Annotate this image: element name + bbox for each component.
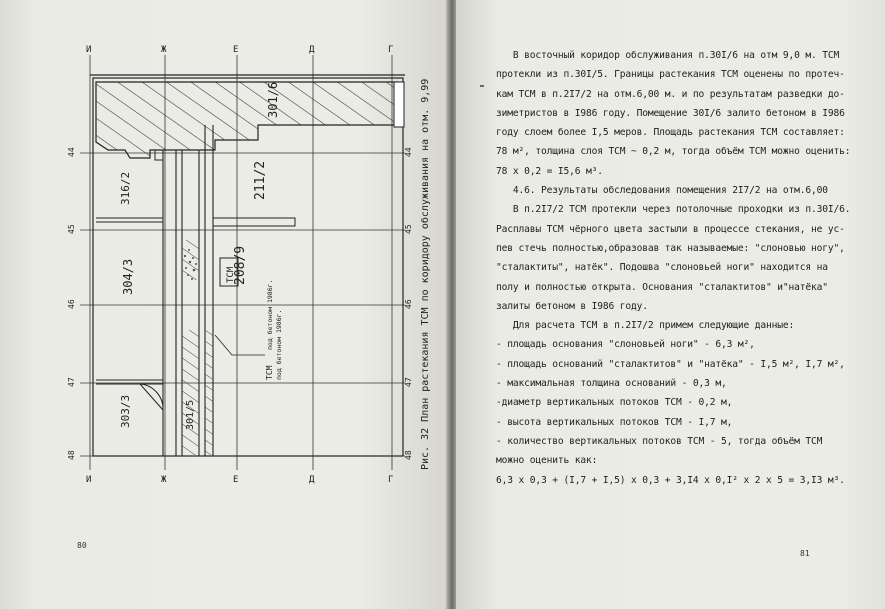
- list-item: - максимальная толщина оснований - 0,3 м…: [496, 378, 727, 390]
- paragraph-line: кам ТСМ в п.2I7/2 на отм.6,00 м. и по ре…: [496, 88, 845, 100]
- room-label-301-5: 301/5: [185, 400, 196, 430]
- axis-label-bottom-4: Д: [309, 475, 315, 485]
- paragraph-line: пев стечь полностью,образовав так называ…: [496, 242, 845, 254]
- paragraph-line: Для расчета ТСМ в п.2I7/2 примем следующ…: [496, 320, 795, 332]
- floor-plan-drawing: И Ж Е Д Г И Ж Е Д Г 44 45 46 47 48 44 45…: [67, 45, 431, 485]
- right-page-number: 81: [800, 549, 810, 558]
- right-page: [456, 0, 885, 609]
- room-label-301-6: 301/6: [266, 82, 280, 118]
- row-label-right-4: 47: [404, 377, 413, 387]
- tcm-concrete-label-2: под бетоном 1986г.: [275, 310, 283, 380]
- paragraph-line: можно оценить как:: [496, 455, 598, 467]
- tcm-label: ТСМ: [226, 266, 236, 283]
- axis-label-bottom-5: Г: [388, 475, 393, 485]
- room-label-208-9: 208/9: [233, 246, 248, 285]
- axis-label-bottom-2: Ж: [161, 475, 167, 485]
- right-page-text: В восточный коридор обслуживания п.30I/6…: [496, 46, 880, 490]
- paragraph-line: Расплавы ТСМ чёрного цвета застыли в про…: [496, 223, 845, 235]
- paragraph-line: В восточный коридор обслуживания п.30I/6…: [496, 50, 840, 61]
- list-item: - площадь основания "слоновьей ноги" - 6…: [496, 339, 755, 351]
- axis-label-top-4: Д: [309, 45, 315, 55]
- left-page-number: 80: [77, 541, 87, 550]
- list-item: - высота вертикальных потоков ТСМ - I,7 …: [496, 416, 733, 428]
- paragraph-line: 78 х 0,2 = I5,6 м³.: [496, 165, 603, 177]
- row-label-right-3: 46: [404, 299, 413, 309]
- room-label-303-3: 303/3: [119, 395, 132, 428]
- tcm-concrete-label-1: ТСМ: [265, 365, 274, 380]
- print-speck: [480, 85, 484, 87]
- row-label-left-1: 44: [67, 147, 76, 157]
- list-item: -диаметр вертикальных потоков ТСМ - 0,2 …: [496, 397, 733, 409]
- row-label-left-2: 45: [67, 224, 76, 234]
- axis-label-top-3: Е: [233, 45, 238, 55]
- row-label-left-4: 47: [67, 377, 76, 387]
- book-gutter: [446, 0, 458, 609]
- paragraph-line: году слоем более I,5 меров. Площадь раст…: [496, 127, 845, 139]
- row-label-right-5: 48: [404, 450, 413, 460]
- axis-label-top-2: Ж: [161, 45, 167, 55]
- paragraph-line: полу и полностью открыта. Основания "ста…: [496, 281, 828, 293]
- axis-label-bottom-1: И: [86, 475, 91, 485]
- paragraph-line: В п.2I7/2 ТСМ протекли через потолочные …: [496, 204, 851, 216]
- paragraph-line: протекли из п.30I/5. Границы растекания …: [496, 69, 845, 81]
- row-label-left-5: 48: [67, 450, 76, 460]
- section-heading: 4.6. Результаты обследования помещения 2…: [496, 185, 828, 197]
- tcm-concrete-label-3: под бетоном 1986г.: [266, 280, 274, 350]
- row-label-right-1: 44: [404, 147, 413, 157]
- paragraph-line: 78 м², толщина слоя ТСМ ~ 0,2 м, тогда о…: [496, 146, 851, 158]
- axis-label-top-1: И: [86, 45, 91, 55]
- row-label-right-2: 45: [404, 224, 413, 234]
- room-label-211-2: 211/2: [253, 161, 268, 200]
- axis-label-top-5: Г: [388, 45, 393, 55]
- axis-label-bottom-3: Е: [233, 475, 238, 485]
- room-label-304-3: 304/3: [121, 259, 135, 295]
- list-item: - площадь оснований "сталактитов" и "нат…: [496, 358, 845, 370]
- room-label-316-2: 316/2: [119, 172, 132, 205]
- paragraph-line: залиты бетоном в I986 году.: [496, 300, 648, 312]
- row-label-left-3: 46: [67, 299, 76, 309]
- formula-line: 6,3 х 0,3 + (I,7 + I,5) х 0,3 + 3,I4 х 0…: [496, 474, 845, 486]
- figure-caption: Рис. 32 План растекания ТСМ по коридору …: [419, 79, 431, 470]
- list-item: - количество вертикальных потоков ТСМ - …: [496, 435, 823, 447]
- paragraph-line: "сталактиты", натёк". Подошва "слоновьей…: [496, 262, 828, 274]
- paragraph-line: зиметристов в I986 году. Помещение 30I/6…: [496, 107, 845, 119]
